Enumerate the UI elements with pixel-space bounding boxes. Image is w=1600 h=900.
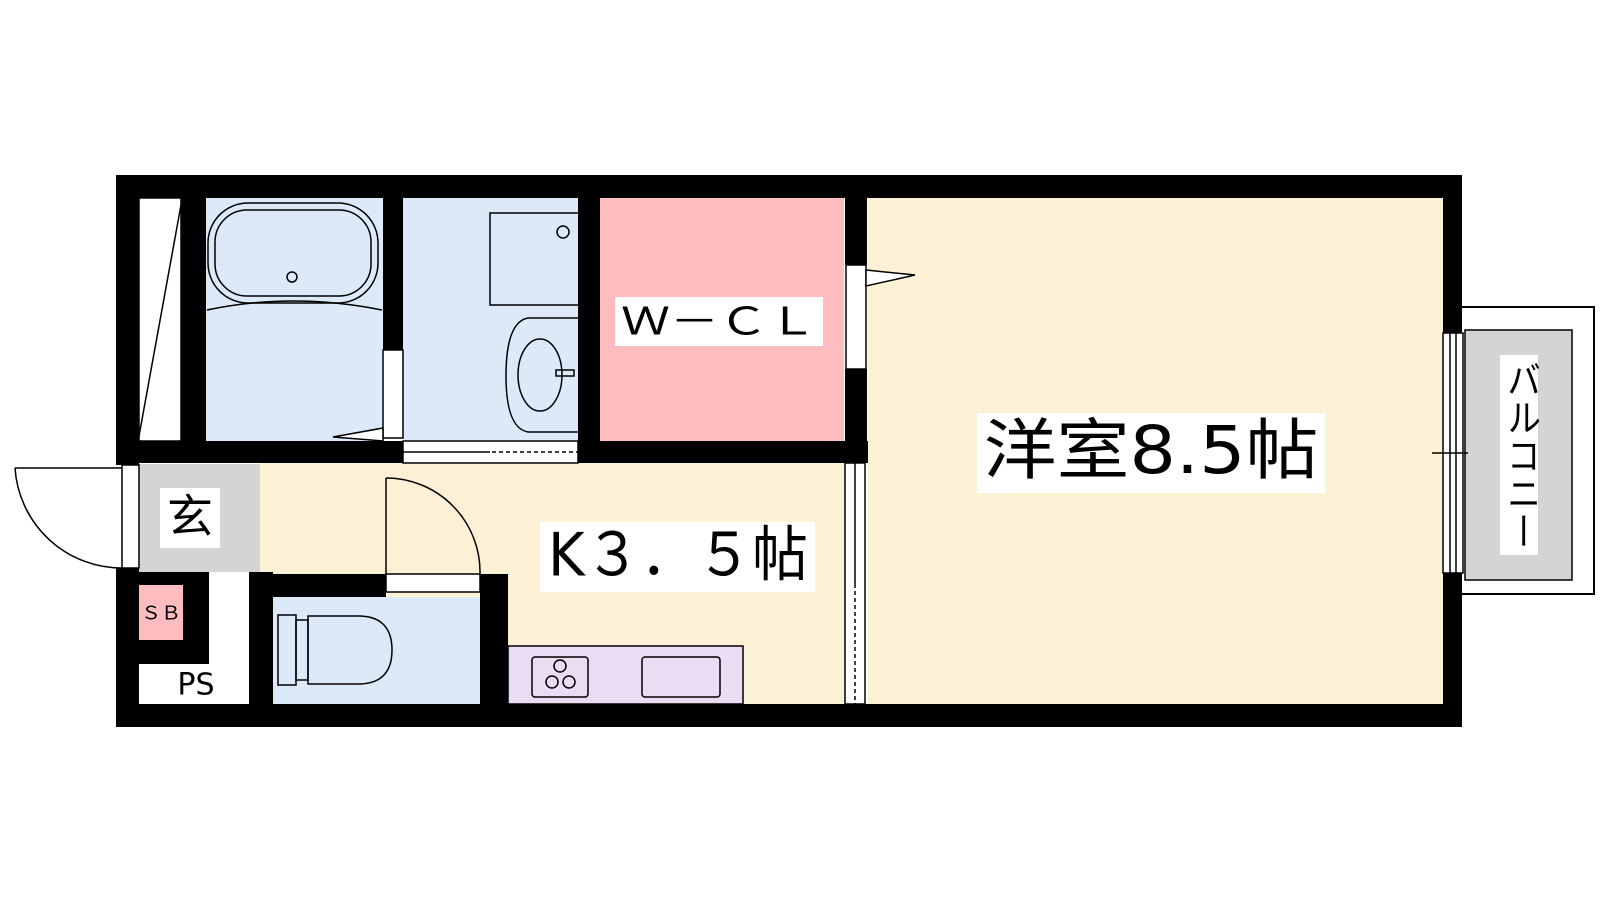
balcony-window xyxy=(1432,332,1468,574)
balcony-label: バルコニー xyxy=(1501,360,1541,550)
western-label-bg xyxy=(977,413,1325,493)
balcony-label-bg xyxy=(1500,355,1538,555)
entrance-label: 玄 xyxy=(167,490,213,544)
pipe-space-floor xyxy=(139,664,249,704)
shoe-box-floor xyxy=(139,585,183,640)
storage-door-icon xyxy=(138,197,182,442)
bathtub-icon xyxy=(206,202,383,311)
kitchen-label-bg xyxy=(540,522,815,592)
toilet-floor xyxy=(273,597,488,704)
kitchen-label: K３．５帖 xyxy=(548,521,808,591)
walls xyxy=(116,175,1462,727)
bathroom-door-icon xyxy=(332,349,404,442)
kitchen-sink xyxy=(641,656,721,698)
toilet-icon xyxy=(277,614,393,686)
sliding-door xyxy=(844,462,866,705)
entrance-door-icon xyxy=(14,464,140,569)
stove-burner-icon xyxy=(545,659,576,689)
western-room-label: 洋室8.5帖 xyxy=(984,412,1319,489)
entrance-label-bg xyxy=(160,488,220,548)
shoe-box-label: ＳＢ xyxy=(141,603,181,625)
washroom-opening xyxy=(402,440,579,464)
bathroom-floor xyxy=(206,198,383,441)
kitchen-counter xyxy=(507,645,744,705)
stove xyxy=(531,656,589,698)
closet-label-bg xyxy=(615,297,823,346)
pipe-space-label: PS xyxy=(177,668,214,703)
closet-label: Ｗ－ＣＬ xyxy=(621,300,817,344)
